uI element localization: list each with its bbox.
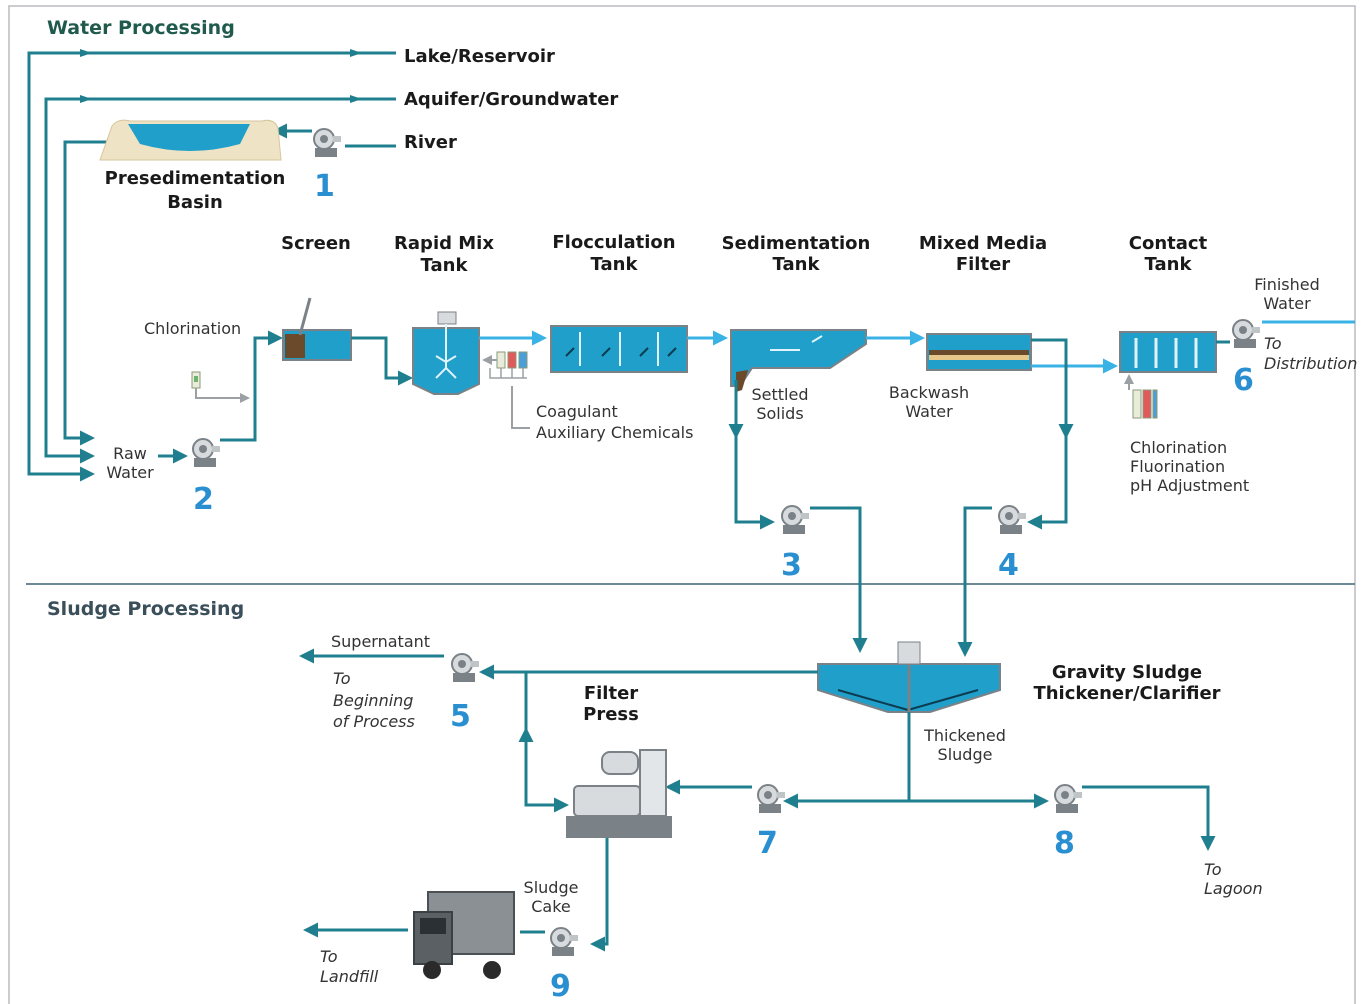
source-river: River [404,132,457,153]
rapid-mix-label-1: Rapid Mix [394,233,494,254]
filter-press-label-1: Filter [584,683,638,704]
presedimentation-label-2: Basin [167,192,223,213]
to-beginning-label-1: To [333,669,351,688]
to-beginning-label-2: Beginning [333,691,413,710]
contact-chemical-feed-icon [1132,389,1158,419]
to-distribution-label-2: Distribution [1264,354,1357,373]
sludge-cake-label-2: Cake [531,897,571,916]
gravity-thickener-icon [817,641,1001,713]
chemical-feed-icon [489,351,528,379]
filter-press-label-2: Press [583,704,639,725]
rapid-mix-label-2: Tank [421,255,469,276]
water-processing-title: Water Processing [47,17,235,39]
backwash-label-1: Backwash [889,383,969,402]
sedimentation-label-1: Sedimentation [722,233,871,254]
to-beginning-label-3: of Process [333,712,415,731]
contact-chem-label-1: Chlorination [1130,438,1227,457]
pump-4-icon [998,505,1027,535]
thickener-label-1: Gravity Sludge [1052,662,1202,683]
finished-water-label-2: Water [1263,294,1311,313]
mixed-media-filter-icon [926,333,1032,371]
to-landfill-label-1: To [320,947,338,966]
contact-chem-label-3: pH Adjustment [1130,476,1249,495]
thickened-sludge-label-2: Sludge [938,745,993,764]
supernatant-label: Supernatant [331,632,430,651]
mixed-media-label-2: Filter [956,254,1010,275]
pump-number-7: 7 [757,826,778,861]
source-aquifer: Aquifer/Groundwater [404,89,618,110]
raw-water-label-2: Water [106,463,154,482]
filter-press-icon [566,749,672,838]
flocculation-label-1: Flocculation [552,232,675,253]
chlorinator-icon [191,371,201,389]
screen-icon [282,297,352,361]
pump-2-icon [192,438,221,468]
rapid-mix-tank-icon [412,311,480,395]
contact-label-1: Contact [1129,233,1208,254]
settled-solids-label-2: Solids [756,404,803,423]
contact-label-2: Tank [1145,254,1193,275]
thickened-sludge-label-1: Thickened [923,726,1006,745]
pump-number-4: 4 [998,548,1019,583]
pump-7-icon [757,784,786,814]
contact-chem-label-2: Fluorination [1130,457,1225,476]
coagulant-label-1: Coagulant [536,402,618,421]
to-lagoon-label-2: Lagoon [1204,879,1263,898]
screen-label: Screen [281,233,351,254]
pump-8-icon [1054,784,1083,814]
chlorination-label: Chlorination [144,319,241,338]
pump-number-5: 5 [450,699,471,734]
flocculation-label-2: Tank [591,254,639,275]
raw-water-label-1: Raw [113,444,147,463]
sedimentation-tank-icon [730,329,867,392]
sludge-processing-title: Sludge Processing [47,598,244,620]
pump-6-icon [1232,319,1261,349]
pump-number-6: 6 [1233,363,1254,398]
presedimentation-label-1: Presedimentation [105,168,286,189]
sludge-cake-label-1: Sludge [524,878,579,897]
finished-water-label-1: Finished [1254,275,1320,294]
contact-tank-icon [1119,331,1217,373]
pump-number-2: 2 [193,482,214,517]
pump-1-icon [313,128,342,158]
thickener-label-2: Thickener/Clarifier [1033,683,1220,704]
backwash-label-2: Water [905,402,953,421]
coagulant-label-2: Auxiliary Chemicals [536,423,693,442]
source-pipes [27,49,396,482]
pump-number-9: 9 [550,969,571,1004]
sedimentation-label-2: Tank [773,254,821,275]
presedimentation-basin-icon [99,119,282,161]
to-lagoon-label-1: To [1204,860,1222,879]
frame [8,5,1356,1004]
truck-icon [413,891,515,979]
pump-5-icon [451,653,480,683]
source-lake: Lake/Reservoir [404,46,555,67]
pump-number-8: 8 [1054,826,1075,861]
to-distribution-label-1: To [1264,334,1282,353]
mixed-media-label-1: Mixed Media [919,233,1047,254]
pump-number-3: 3 [781,548,802,583]
pump-number-1: 1 [314,169,335,204]
flocculation-tank-icon [550,325,688,373]
to-landfill-label-2: Landfill [320,967,379,986]
pump-3-icon [781,505,810,535]
pump-9-icon [550,927,579,957]
settled-solids-label-1: Settled [752,385,809,404]
